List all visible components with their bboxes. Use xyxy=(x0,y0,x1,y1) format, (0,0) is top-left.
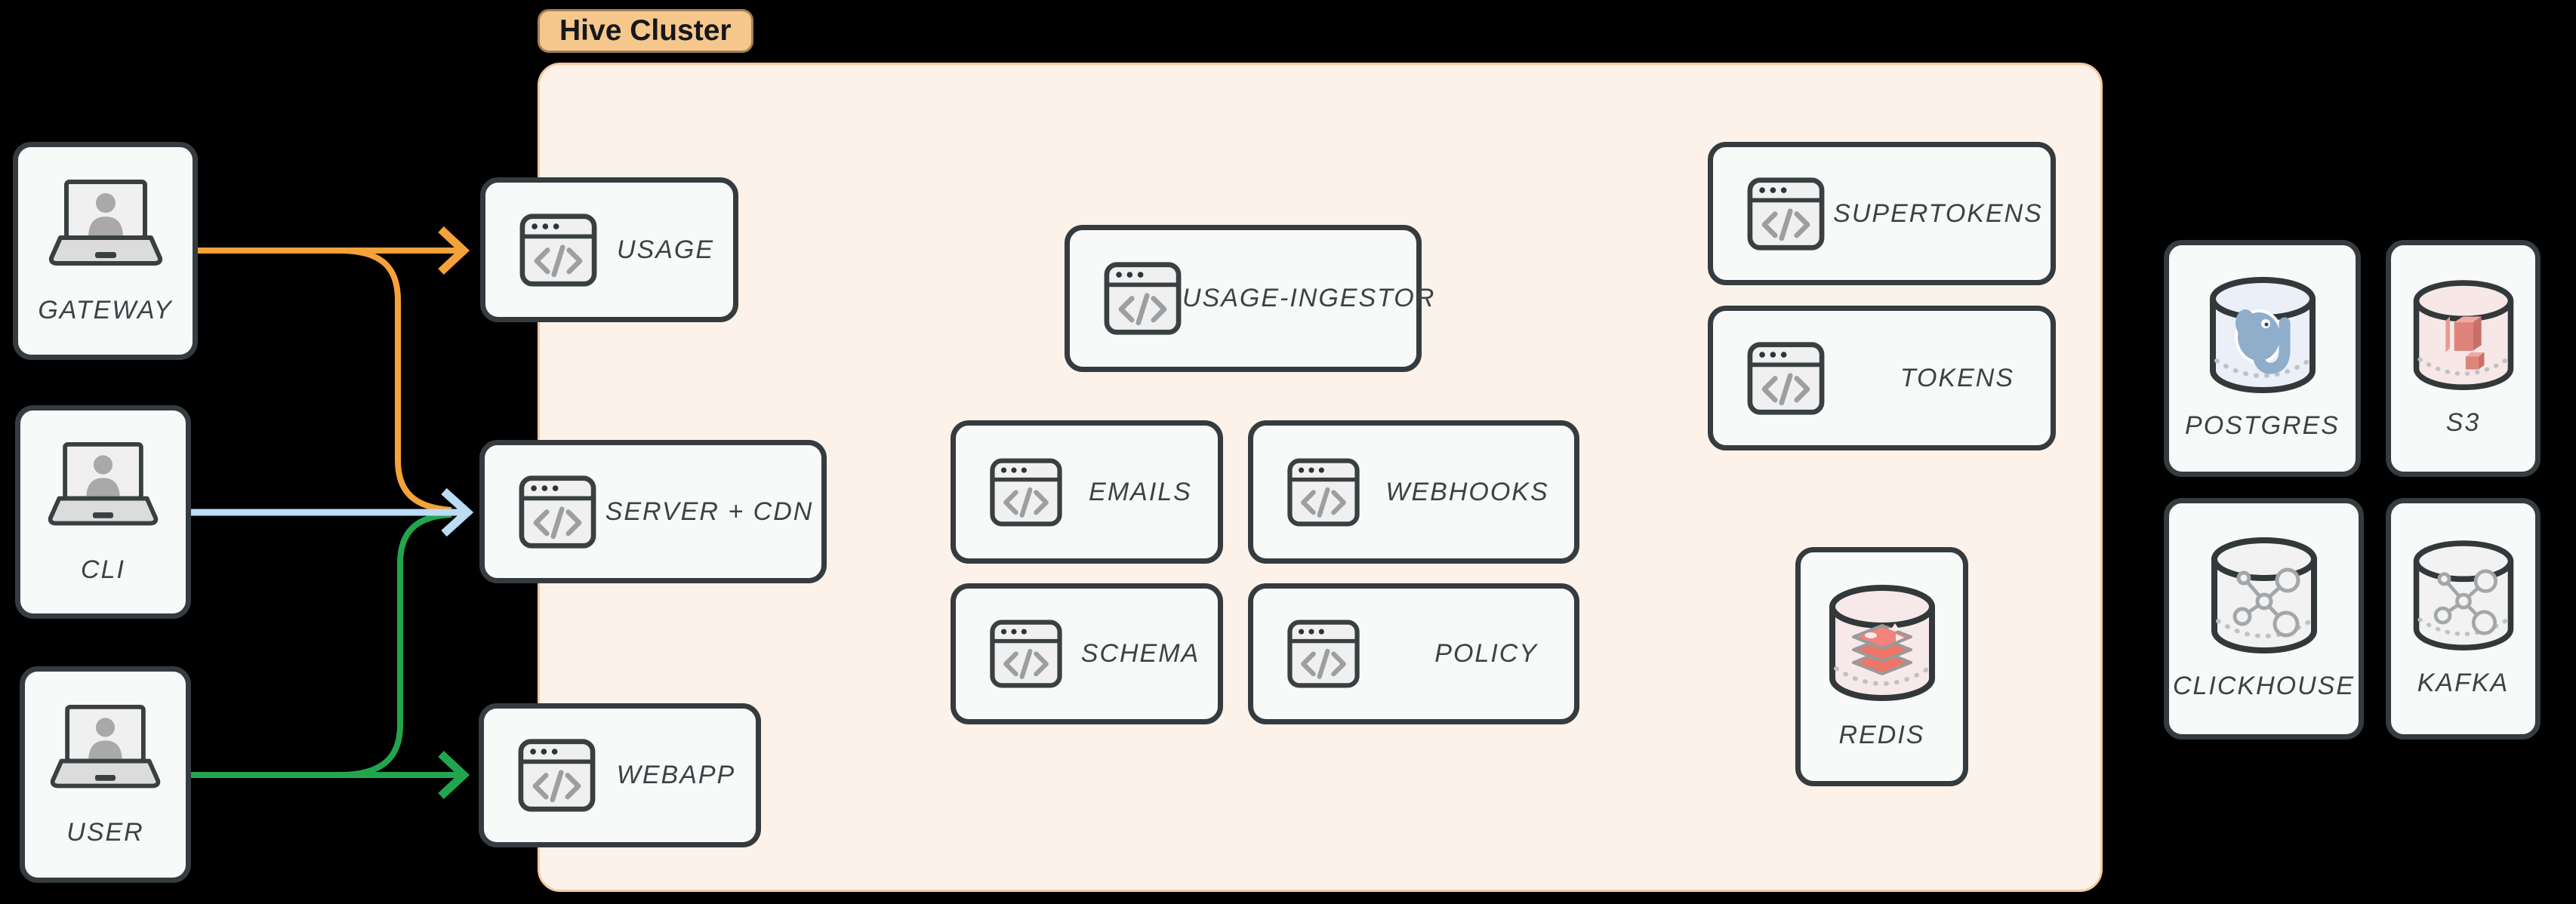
code-window-icon xyxy=(517,738,596,813)
node-label: WEBAPP xyxy=(616,761,736,789)
hive-cluster-label: Hive Cluster xyxy=(538,9,753,53)
s3-bucket-icon xyxy=(2410,279,2517,398)
node-usage-ingestor: USAGE-INGESTOR xyxy=(1065,225,1434,372)
arrowhead-usage xyxy=(438,226,470,275)
code-window-icon xyxy=(519,213,598,287)
node-policy: POLICY xyxy=(1248,583,1579,724)
node-schema: SCHEMA xyxy=(951,583,1223,724)
code-window-icon xyxy=(1746,177,1826,251)
laptop-user-icon xyxy=(45,440,162,539)
code-window-icon xyxy=(989,619,1063,689)
node-label: SERVER + CDN xyxy=(605,497,814,526)
clickhouse-database-icon xyxy=(2208,537,2321,661)
node-label: S3 xyxy=(2445,408,2481,437)
node-label: TOKENS xyxy=(1900,363,2014,392)
node-gateway: GATEWAY xyxy=(13,142,198,360)
laptop-user-icon xyxy=(45,177,166,279)
code-window-icon xyxy=(989,457,1063,527)
laptop-user-icon xyxy=(47,703,164,801)
node-supertokens: SUPERTOKENS xyxy=(1708,142,2056,285)
node-label: CLI xyxy=(81,555,125,584)
node-usage: USAGE xyxy=(480,177,738,322)
code-window-icon xyxy=(1286,457,1360,527)
code-window-icon xyxy=(1286,619,1360,689)
node-label: SUPERTOKENS xyxy=(1833,198,2043,228)
node-redis: REDIS xyxy=(1795,547,1968,786)
node-label: USAGE-INGESTOR xyxy=(1182,284,1436,312)
node-webhooks: WEBHOOKS xyxy=(1248,420,1579,564)
code-window-icon xyxy=(518,475,597,549)
node-label: POSTGRES xyxy=(2185,411,2340,440)
node-label: WEBHOOKS xyxy=(1385,477,1549,506)
node-user: USER xyxy=(20,666,191,883)
node-tokens: TOKENS xyxy=(1708,306,2056,450)
node-label: CLICKHOUSE xyxy=(2172,672,2356,700)
node-label: EMAILS xyxy=(1089,477,1192,506)
kafka-broker-icon xyxy=(2410,540,2517,658)
node-cli: CLI xyxy=(15,405,191,619)
node-server-cdn: SERVER + CDN xyxy=(479,440,827,583)
edge-user-servercdn xyxy=(339,512,452,778)
edge-gateway-servercdn xyxy=(339,248,452,513)
postgres-database-icon xyxy=(2206,276,2319,401)
node-label: SCHEMA xyxy=(1080,639,1200,668)
node-label: USAGE xyxy=(616,235,715,264)
node-label: REDIS xyxy=(1838,720,1925,749)
node-label: GATEWAY xyxy=(38,295,173,324)
code-window-icon xyxy=(1103,261,1182,336)
node-emails: EMAILS xyxy=(951,420,1223,564)
code-window-icon xyxy=(1746,341,1826,416)
node-label: KAFKA xyxy=(2417,669,2510,697)
arrowhead-servercdn xyxy=(441,487,474,537)
node-label: POLICY xyxy=(1434,639,1538,668)
node-webapp: WEBAPP xyxy=(479,703,761,847)
node-kafka: KAFKA xyxy=(2386,498,2541,739)
node-clickhouse: CLICKHOUSE xyxy=(2164,498,2364,739)
node-s3: S3 xyxy=(2386,240,2541,477)
redis-database-icon xyxy=(1826,584,1939,709)
arrowhead-webapp xyxy=(438,750,470,800)
node-postgres: POSTGRES xyxy=(2164,240,2361,477)
node-label: USER xyxy=(66,817,144,847)
